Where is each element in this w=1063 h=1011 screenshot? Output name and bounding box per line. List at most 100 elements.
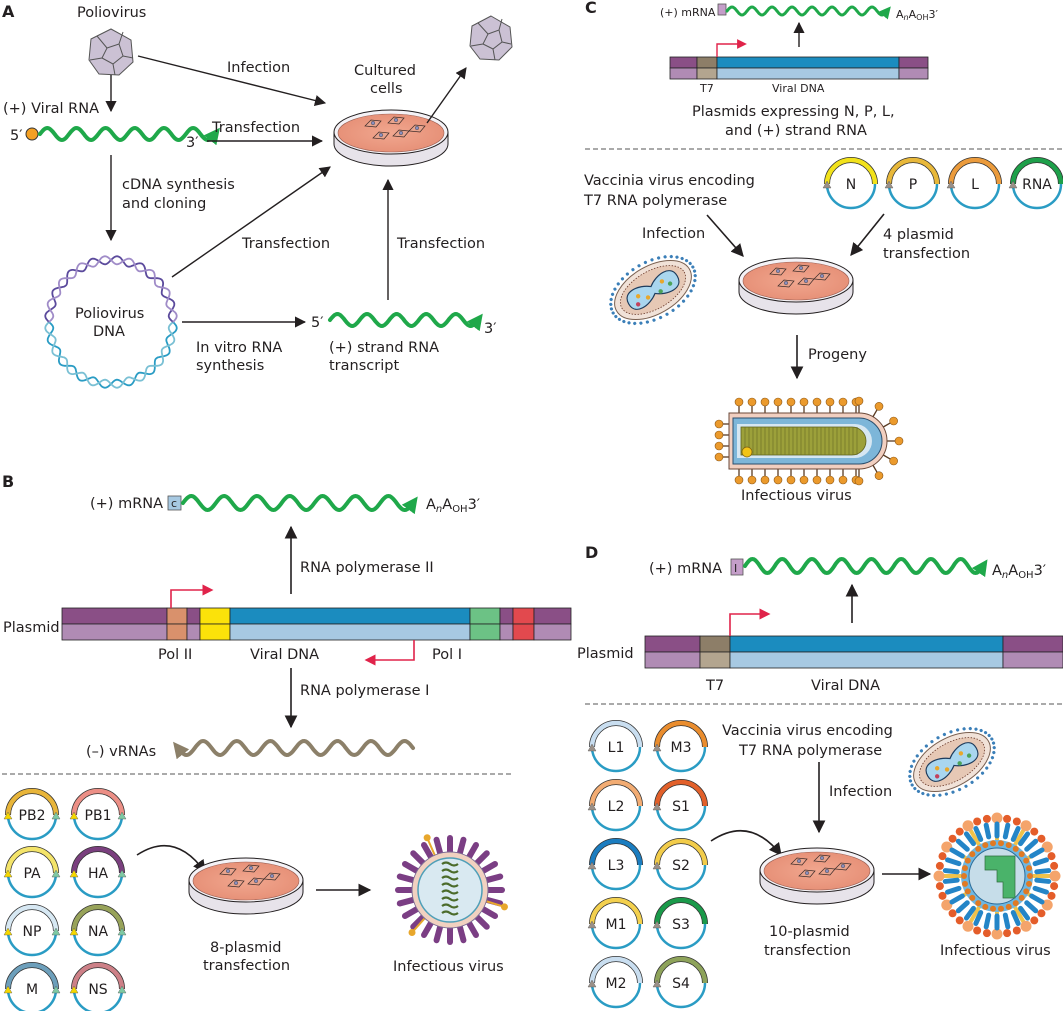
d-transfection-label-1: 10-plasmid <box>769 924 850 940</box>
panel-letter-d: D <box>585 543 598 562</box>
plasmid-insert <box>5 846 59 874</box>
spike <box>908 769 912 774</box>
cell-nucleus <box>399 130 404 135</box>
poliovirus-dna-plasmid <box>44 255 178 389</box>
pol2-promoter-arrow <box>170 584 214 608</box>
outer-capsid-unit <box>1012 817 1021 826</box>
c-t7-label: T7 <box>699 82 714 95</box>
spike <box>617 317 622 321</box>
neuraminidase-head <box>500 903 508 911</box>
capsid-protein <box>1018 831 1031 847</box>
panel-letter-c: C <box>585 0 597 17</box>
spike <box>658 315 663 320</box>
b-petri-dish-icon <box>188 857 304 915</box>
plasmid-segment-top <box>469 607 501 625</box>
capsid-protein <box>1032 857 1049 867</box>
outer-capsid-unit <box>1047 891 1056 900</box>
spike <box>620 277 625 281</box>
core-unit <box>982 903 989 910</box>
panel-letter-b: B <box>2 472 14 491</box>
core-unit <box>997 840 1004 847</box>
cultured-cells-label-2: cells <box>370 81 403 97</box>
cell-nucleus <box>799 266 804 271</box>
dna-helix-strand <box>44 321 176 389</box>
spike <box>944 792 948 796</box>
plasmid-l3: L3 <box>587 838 643 891</box>
cell-nucleus <box>825 869 830 874</box>
spike <box>613 287 617 291</box>
core-particle <box>658 289 663 294</box>
plasmid-segment-top <box>1002 635 1063 653</box>
cell-nucleus <box>253 879 258 884</box>
plasmid-segment-bottom <box>469 623 501 641</box>
plasmid-insert <box>654 720 708 748</box>
plasmid-segment-bottom <box>699 651 731 669</box>
capsid-protein <box>1002 912 1011 930</box>
reovirus-icon <box>933 812 1061 940</box>
hemagglutinin-spike <box>465 918 479 939</box>
plasmid-pb2: PB2 <box>3 788 61 841</box>
spike <box>974 727 978 731</box>
spike <box>611 311 615 315</box>
spike <box>979 728 983 733</box>
vrnas-label: (–) vRNAs <box>86 744 156 760</box>
spike <box>616 282 620 286</box>
infection-label: Infection <box>227 60 290 76</box>
hemagglutinin-spike <box>433 836 444 859</box>
plasmid-label: S1 <box>672 799 690 815</box>
spike <box>669 254 673 259</box>
d-transfer-arrow <box>710 829 782 857</box>
spike <box>650 258 654 262</box>
d-plasmid-bar <box>644 635 1063 669</box>
plasmid-backbone <box>590 805 642 832</box>
core <box>626 270 680 310</box>
nucleocapsid <box>740 426 867 456</box>
c-progeny-label: Progeny <box>808 347 867 363</box>
spike <box>631 268 635 272</box>
capsid-protein <box>955 838 970 852</box>
core-unit <box>1018 894 1025 901</box>
core-unit <box>1026 865 1033 872</box>
spike <box>970 780 974 784</box>
core-unit <box>1005 842 1012 849</box>
neuraminidase-spike <box>484 899 504 908</box>
b-viral-dna-label: Viral DNA <box>250 647 319 663</box>
spike <box>909 764 914 768</box>
plasmid-rna: RNA <box>1008 157 1063 210</box>
spike <box>908 779 913 783</box>
promoter-marker-icon <box>946 180 956 189</box>
d-mrna-label: (+) mRNA <box>649 561 722 577</box>
glycoprotein-head <box>894 436 904 446</box>
d-vaccinia-virus-icon <box>908 726 996 798</box>
plasmid-segment-bottom <box>898 67 929 80</box>
core-unit <box>1023 888 1030 895</box>
rhabdovirus-icon <box>714 396 904 486</box>
capsid-protein <box>1029 847 1045 859</box>
promoter-marker-icon <box>69 869 79 878</box>
capsid-protein <box>1010 910 1021 927</box>
capsid-protein <box>973 825 984 842</box>
glycoprotein-head <box>799 397 809 407</box>
glycoprotein-head <box>838 397 848 407</box>
cell-nucleus <box>820 274 825 279</box>
capsid-protein <box>963 905 976 921</box>
plasmid-insert <box>71 788 125 816</box>
plasmid-label: PB1 <box>85 808 112 824</box>
spike <box>987 733 991 738</box>
spike-head <box>1020 820 1032 832</box>
core-unit <box>1027 873 1033 879</box>
invitro-label-1: In vitro RNA <box>196 340 282 356</box>
promoter-marker-icon <box>3 869 13 878</box>
plasmid-pa: PA <box>3 846 61 899</box>
spike <box>677 304 681 308</box>
dsrna-genome <box>984 855 1016 899</box>
plasmid-segment-top <box>699 635 731 653</box>
glycoprotein-head <box>825 397 835 407</box>
outer-capsid-unit <box>1030 827 1039 836</box>
cell-nucleus <box>233 881 238 886</box>
rnp-segment <box>441 889 459 895</box>
outer-capsid-unit <box>1037 909 1046 918</box>
b-mrna-label: (+) mRNA <box>90 496 163 512</box>
